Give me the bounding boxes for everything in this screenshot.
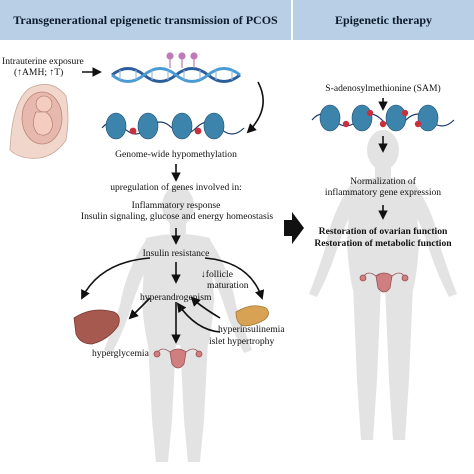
hypomethylation-label: Genome-wide hypomethylation bbox=[115, 149, 237, 160]
nucleosome-row-left bbox=[101, 112, 245, 140]
insulin-resistance-label: Insulin resistance bbox=[142, 248, 210, 259]
normalization-label-1: Normalization of bbox=[350, 176, 416, 187]
right-body-silhouette bbox=[309, 130, 457, 440]
flow-arrows bbox=[81, 67, 388, 344]
genes-insulin-label: Insulin signaling, glucose and energy ho… bbox=[80, 211, 274, 222]
follicle-label-1: ↓follicle bbox=[201, 269, 233, 280]
upregulation-label: upregulation of genes involved in: bbox=[110, 182, 242, 193]
liver-icon bbox=[73, 309, 120, 345]
dna-helix-icon bbox=[111, 52, 241, 83]
uterus-icon-left bbox=[153, 348, 203, 369]
follicle-label-2: maturation bbox=[207, 280, 249, 291]
genes-inflammatory-label: Inflammatory response bbox=[131, 200, 221, 211]
right-panel-title: Epigenetic therapy bbox=[293, 0, 474, 40]
hyperandrogenism-label: hyperandrogenism bbox=[140, 292, 212, 303]
left-panel-title: Transgenerational epigenetic transmissio… bbox=[0, 0, 291, 40]
restoration-metabolic-label: Restoration of metabolic function bbox=[314, 238, 452, 249]
hyperinsulinemia-label: hyperinsulinemia bbox=[218, 324, 285, 335]
nucleosome-row-right bbox=[311, 104, 455, 132]
left-body-silhouette bbox=[104, 186, 252, 462]
sam-label: S-adenosylmethionine (SAM) bbox=[325, 83, 441, 94]
normalization-label-2: inflammatory gene expression bbox=[324, 187, 442, 198]
restoration-ovarian-label: Restoration of ovarian function bbox=[318, 226, 448, 237]
exposure-label-1: Intrauterine exposure bbox=[2, 56, 84, 67]
exposure-label-2: (↑AMH; ↑T) bbox=[14, 67, 64, 78]
big-transition-arrow bbox=[284, 212, 304, 244]
islet-hypertrophy-label: islet hypertrophy bbox=[209, 336, 275, 347]
pregnancy-icon bbox=[9, 84, 69, 159]
uterus-icon-right bbox=[359, 272, 409, 293]
hyperglycemia-label: hyperglycemia bbox=[92, 348, 149, 359]
pancreas-icon bbox=[235, 305, 269, 327]
